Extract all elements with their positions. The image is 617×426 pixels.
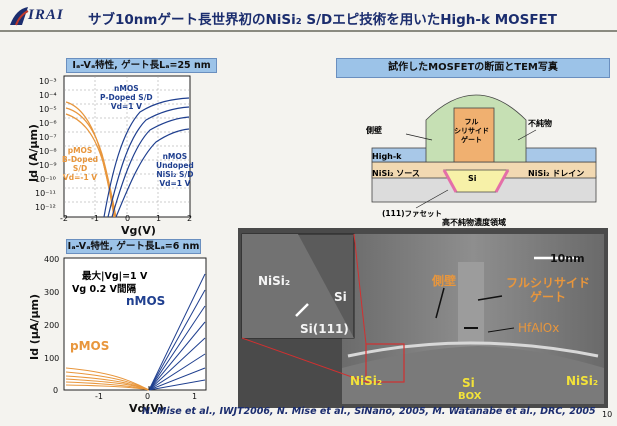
idvd-x-axis-label: Vd(V) <box>129 402 164 415</box>
logo-text: IRAI <box>28 7 64 23</box>
idvd-y-axis-label: Id (μA/μm) <box>28 293 41 360</box>
idvg-x-axis-label: Vg(V) <box>121 224 156 237</box>
idvg-y-tick: 10⁻⁶ <box>39 119 57 128</box>
label-impurity: 不純物 <box>528 119 552 128</box>
idvd-annot-line2: Vg 0.2 V間隔 <box>72 284 136 295</box>
idvd-pmos-label: pMOS <box>70 339 110 353</box>
idvg-x-tick: 1 <box>156 214 162 223</box>
tem-inset-nisi2: NiSi₂ <box>258 274 291 288</box>
idvd-y-tick: 400 <box>44 255 60 264</box>
tem-label-hfaiox: HfAlOx <box>518 321 560 335</box>
label-highk: High-k <box>372 152 402 161</box>
tem-scale-bar: 10nm <box>550 252 585 265</box>
irai-logo-icon <box>10 7 29 26</box>
tem-label-box: BOX <box>458 391 482 402</box>
idvg-panel-title: Iₐ-Vₐ特性, ゲート長Lₐ=25 nm <box>66 58 217 73</box>
schematic-title: 試作したMOSFETの断面とTEM写真 <box>336 58 610 78</box>
idvg-x-tick: 2 <box>187 214 193 223</box>
inset-arrow <box>295 303 309 317</box>
tem-inset-si: Si <box>334 290 347 304</box>
idvd-x-tick: 0 <box>145 392 151 401</box>
idvg-x-tick: 0 <box>125 214 131 223</box>
idvg-y-tick: 10⁻¹¹ <box>35 189 56 198</box>
header-divider <box>0 30 617 32</box>
citations: N. Mise et al., IWJT2006, N. Mise et al.… <box>142 406 596 417</box>
page-title: サブ10nmゲート長世界初のNiSi₂ S/Dエピ技術を用いたHigh-k MO… <box>88 12 557 28</box>
idvd-chart <box>63 257 207 391</box>
idvg-y-tick: 10⁻¹² <box>35 203 56 212</box>
idvd-x-tick: -1 <box>95 392 103 401</box>
idvg-y-tick: 10⁻⁷ <box>39 133 57 142</box>
tem-label-nisi2-left: NiSi₂ <box>350 374 383 388</box>
annot-pmos: pMOS B-Doped S/D Vd=-1 V <box>62 146 99 182</box>
idvd-y-tick: 300 <box>44 288 60 297</box>
idvd-y-tick: 0 <box>53 386 59 395</box>
idvg-y-tick: 10⁻³ <box>39 77 57 86</box>
nmos-curves <box>103 97 190 218</box>
idvg-y-tick: 10⁻⁸ <box>39 147 57 156</box>
idvg-y-tick: 10⁻¹⁰ <box>35 175 56 184</box>
idvd-y-tick: 100 <box>44 354 60 363</box>
tem-label-nisi2-right: NiSi₂ <box>566 374 599 388</box>
idvd-annot-line1: 最大|Vg|=1 V <box>82 271 148 282</box>
label-gate: フル シリサイド ゲート <box>454 118 489 144</box>
label-sidewall: 側壁 <box>366 126 382 135</box>
label-source: NiSi₂ ソース <box>372 169 420 178</box>
tem-label-gate: フルシリサイド ゲート <box>506 276 591 304</box>
idvg-y-tick: 10⁻⁴ <box>39 91 57 100</box>
label-drain: NiSi₂ ドレイン <box>528 169 585 178</box>
idvg-chart <box>63 75 191 218</box>
idvd-x-tick: 1 <box>192 392 198 401</box>
nmos-idvd-curves <box>148 273 206 391</box>
idvd-y-tick: 200 <box>44 321 60 330</box>
label-high-impurity: 高不純物濃度領域 <box>442 218 506 227</box>
label-facet: (111)ファセット <box>382 209 443 218</box>
page-number: 10 <box>602 410 613 419</box>
idvg-x-tick: -1 <box>91 214 99 223</box>
idvg-x-tick: -2 <box>60 214 68 223</box>
idvd-nmos-label: nMOS <box>126 294 166 308</box>
mosfet-cross-section <box>371 94 597 209</box>
idvd-panel-title: Iₐ-Vₐ特性, ゲート長Lₐ=6 nm <box>66 239 201 254</box>
idvg-y-tick: 10⁻⁵ <box>39 105 57 114</box>
tem-inset-si111: Si(111) <box>300 322 349 336</box>
label-si: Si <box>468 174 477 183</box>
annot-nmos-doped: nMOS P-Doped S/D Vd=1 V <box>100 84 153 111</box>
pmos-idvd-curves <box>65 367 150 391</box>
annot-nmos-undoped: nMOS Undoped NiSi₂ S/D Vd=1 V <box>156 152 194 188</box>
idvg-grid <box>64 76 190 217</box>
tem-label-si: Si <box>462 376 475 390</box>
tem-label-sidewall: 側壁 <box>432 274 457 288</box>
idvg-y-tick: 10⁻⁹ <box>39 161 57 170</box>
tem-image <box>238 228 608 408</box>
